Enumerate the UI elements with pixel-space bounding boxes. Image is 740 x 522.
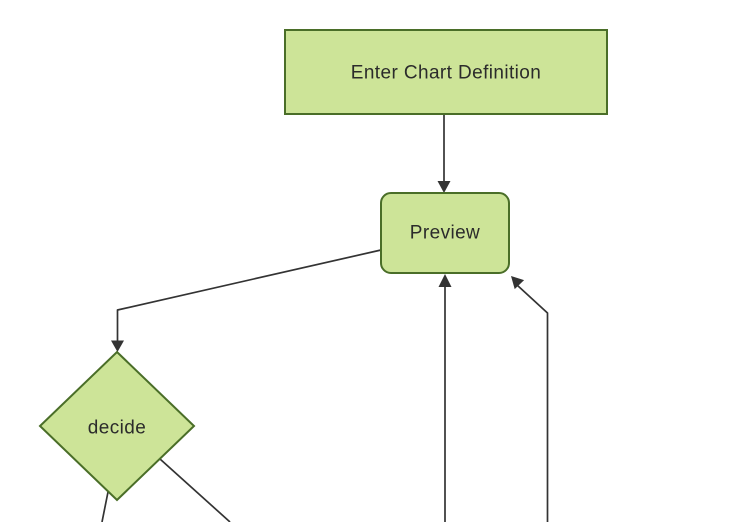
edge-enter-to-preview xyxy=(437,114,451,193)
node-rectangle xyxy=(284,29,608,115)
edge-line xyxy=(101,491,109,522)
node-label: decide xyxy=(88,418,146,439)
edge-decide-down-left xyxy=(101,491,109,522)
node-rounded-rectangle xyxy=(380,192,510,274)
arrowhead xyxy=(111,340,124,352)
edge-decide-down-right xyxy=(159,458,231,522)
edge-line xyxy=(516,284,549,522)
edge-line xyxy=(116,249,382,341)
node-preview: Preview xyxy=(380,192,510,274)
node-decide: decide xyxy=(38,350,196,502)
arrowhead xyxy=(437,181,451,193)
edge-preview-to-decide xyxy=(111,249,382,352)
node-diamond xyxy=(38,350,196,502)
edge-bottom-to-preview-right xyxy=(511,276,549,522)
arrowhead xyxy=(511,276,525,290)
node-enter-chart-definition: Enter Chart Definition xyxy=(284,29,608,115)
node-label: Enter Chart Definition xyxy=(351,63,541,84)
edge-bottom-to-preview-center xyxy=(438,274,452,522)
edge-line xyxy=(159,458,231,522)
node-label: Preview xyxy=(410,223,480,244)
arrowhead xyxy=(438,274,452,287)
